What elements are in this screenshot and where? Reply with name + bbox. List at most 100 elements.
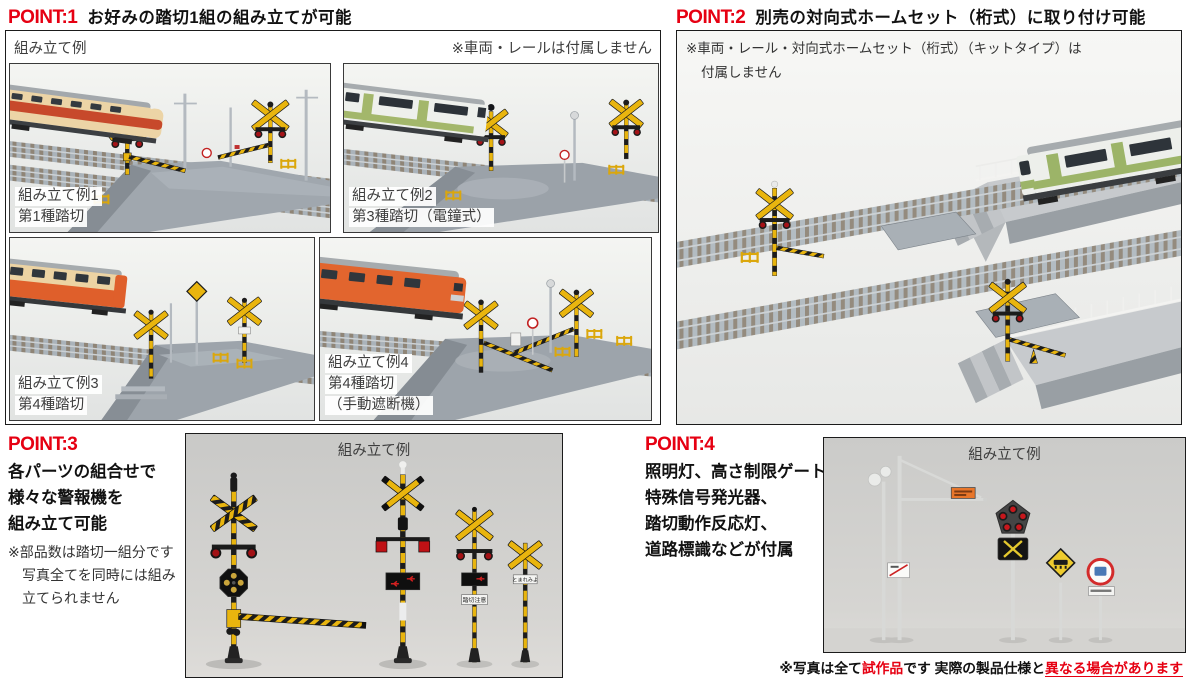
utility-poles bbox=[173, 89, 319, 181]
base bbox=[226, 646, 241, 663]
caution-plate-text: 踏切注意 bbox=[463, 596, 487, 604]
signal-assembly-caution: 踏切注意 bbox=[455, 506, 494, 663]
height-limit-sign bbox=[950, 487, 976, 499]
gate-arm bbox=[513, 326, 575, 355]
signal-pole bbox=[570, 111, 579, 181]
gate-arm bbox=[775, 245, 825, 259]
direction-indicator bbox=[385, 572, 421, 591]
point4-panel: 組み立て例 bbox=[823, 437, 1186, 653]
point3-panel: 組み立て例 bbox=[185, 433, 563, 678]
point1-label: POINT:1 bbox=[8, 7, 78, 28]
point4-title-line: 道路標識などが付属 bbox=[645, 541, 794, 559]
caption-line: 第1種踏切 bbox=[15, 208, 88, 227]
crossing-signal-left bbox=[740, 180, 825, 276]
no-entry-plate bbox=[887, 562, 910, 579]
caption-line: 組み立て例2 bbox=[349, 187, 436, 206]
photo-crossing-example-1: 組み立て例1 第1種踏切 bbox=[9, 63, 331, 233]
footer-prefix: ※写真は全て bbox=[779, 661, 862, 676]
gate-arm bbox=[128, 154, 186, 173]
octagon-lamp-unit bbox=[219, 568, 248, 597]
lower-track bbox=[677, 229, 1181, 350]
point2-title: 別売の対向式ホームセット（桁式）に取り付け可能 bbox=[755, 9, 1146, 27]
train-green-diesel bbox=[344, 82, 489, 144]
crossing-pavement bbox=[101, 340, 314, 420]
crossing-signal-right bbox=[608, 98, 645, 160]
caption-line: （手動遮断機） bbox=[325, 396, 433, 415]
gate-arm bbox=[482, 340, 554, 373]
shadow bbox=[205, 659, 262, 670]
manual-gate-right bbox=[513, 288, 595, 357]
point3-title-line: 様々な警報機を bbox=[8, 489, 124, 507]
photo-crossing-example-2: 組み立て例2 第3種踏切（電鐘式） bbox=[343, 63, 659, 233]
speed-sign bbox=[559, 149, 570, 183]
note-line: 付属しません bbox=[701, 65, 782, 80]
gate-mechanism bbox=[226, 609, 367, 636]
shadow bbox=[456, 660, 493, 669]
bell-pole bbox=[546, 279, 555, 353]
special-signal-light bbox=[995, 499, 1031, 641]
warning-diamond-sign bbox=[186, 280, 208, 365]
signal-assembly-crossbuck: とまれみよ bbox=[507, 540, 543, 663]
point4-text: POINT:4 照明灯、高さ制限ゲート 特殊信号発光器、 踏切動作反応灯、 道路… bbox=[645, 434, 830, 563]
train-cream-orange bbox=[10, 258, 128, 316]
footer-middle: です 実際の製品仕様と bbox=[903, 661, 1046, 676]
white-band bbox=[399, 602, 407, 621]
base bbox=[395, 646, 410, 663]
point2-label: POINT:2 bbox=[676, 7, 746, 28]
crossbuck bbox=[455, 509, 494, 541]
signal-assembly-gate bbox=[210, 472, 367, 664]
point2-header: POINT:2 別売の対向式ホームセット（桁式）に取り付け可能 bbox=[676, 4, 1146, 29]
caption-line: 第3種踏切（電鐘式） bbox=[349, 208, 494, 227]
caption-line: 組み立て例3 bbox=[15, 375, 102, 394]
photo4-caption: 組み立て例4 第4種踏切 （手動遮断機） bbox=[325, 354, 433, 415]
photo-crossing-example-3: 組み立て例3 第4種踏切 bbox=[9, 237, 315, 421]
direction-indicator-small bbox=[461, 572, 488, 587]
point1-example-label: 組み立て例 bbox=[14, 41, 87, 57]
point3-note-line: 写真全てを同時には組み bbox=[22, 567, 176, 583]
crossing-scene-1-illustration bbox=[10, 64, 330, 232]
shadow bbox=[378, 659, 427, 670]
gate-arm bbox=[238, 613, 367, 629]
street-lamp bbox=[867, 465, 892, 641]
train-limited-express bbox=[10, 84, 164, 145]
crossing-activation-indicator bbox=[997, 537, 1029, 561]
square-lamps bbox=[375, 537, 431, 553]
round-lamps bbox=[456, 549, 493, 561]
lower-platform bbox=[957, 286, 1181, 410]
stop-look-plate-text: とまれみよ bbox=[512, 577, 538, 584]
base bbox=[468, 648, 481, 663]
crossing-scene-3-illustration bbox=[10, 238, 314, 420]
point3-title-line: 組み立て可能 bbox=[8, 515, 107, 533]
crossbuck bbox=[381, 475, 425, 512]
manual-gate-left bbox=[463, 299, 554, 373]
crossbuck-pole-left bbox=[133, 309, 169, 379]
point3-example-label: 組み立て例 bbox=[337, 443, 411, 459]
crossing-pavement bbox=[67, 160, 330, 232]
striped-cone bbox=[1029, 348, 1038, 364]
red-flag bbox=[234, 145, 240, 149]
platform-scene-illustration bbox=[677, 31, 1181, 424]
crossing-signal-right bbox=[217, 99, 290, 164]
point3-title-line: 各パーツの組合せで bbox=[8, 463, 157, 481]
accessory-parts-scene-illustration bbox=[824, 438, 1185, 652]
crossing-scene-2-illustration bbox=[344, 64, 658, 232]
lower-crossing-deck bbox=[975, 293, 1080, 338]
crossing-signal-bell bbox=[473, 104, 509, 171]
stop-sign bbox=[526, 317, 539, 355]
caption-line: 組み立て例4 bbox=[325, 354, 412, 373]
footer-highlight-differ: 異なる場合があります bbox=[1045, 661, 1183, 677]
stop-look-plate: とまれみよ bbox=[512, 574, 538, 585]
point4-example-label: 組み立て例 bbox=[968, 447, 1041, 463]
caption-line: 組み立て例1 bbox=[15, 187, 102, 206]
base bbox=[520, 650, 531, 663]
point2-panel: ※車両・レール・対向式ホームセット（桁式）（キットタイプ）は 付属しません bbox=[676, 30, 1182, 425]
point2-note: ※車両・レール・対向式ホームセット（桁式）（キットタイプ）は 付属しません bbox=[686, 37, 1082, 85]
train-green-emu bbox=[1016, 120, 1181, 205]
caption-line: 第4種踏切 bbox=[325, 375, 398, 394]
point4-title-line: 踏切動作反応灯、 bbox=[645, 515, 777, 533]
prohibition-sign bbox=[1086, 557, 1115, 641]
photo3-caption: 組み立て例3 第4種踏切 bbox=[15, 375, 102, 415]
point3-text: POINT:3 各パーツの組合せで 様々な警報機を 組み立て可能 ※部品数は踏切… bbox=[8, 434, 184, 610]
caption-line: 第4種踏切 bbox=[15, 396, 88, 415]
